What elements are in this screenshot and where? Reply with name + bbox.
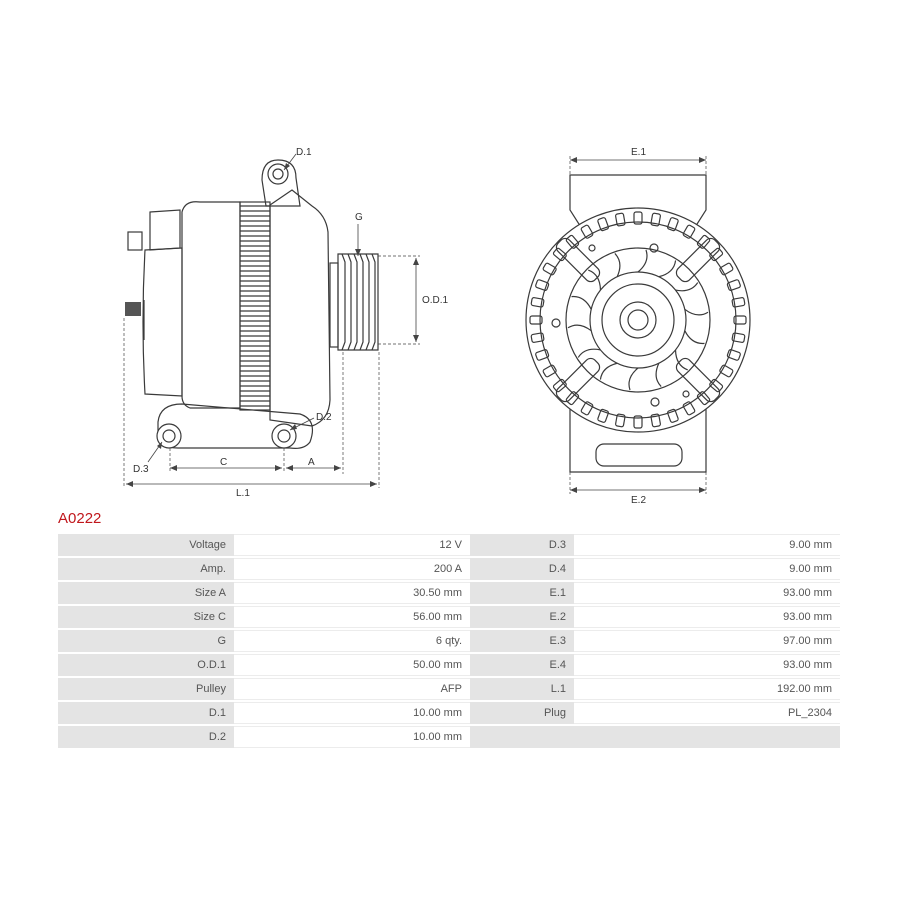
spec-value: 192.00 mm [574, 678, 840, 700]
spec-label: Amp. [58, 558, 234, 580]
spec-value: 50.00 mm [234, 654, 470, 676]
spec-label: D.3 [470, 534, 574, 556]
spec-value: 6 qty. [234, 630, 470, 652]
label-l1: L.1 [236, 488, 250, 499]
housing-vents [529, 211, 747, 429]
spec-value: 9.00 mm [574, 534, 840, 556]
spec-value [574, 726, 840, 748]
alternator-front-view: E.1 E.2 [525, 147, 751, 506]
alternator-technical-drawing: D.1 G O.D.1 D.2 D.3 C A L.1 [123, 147, 751, 506]
spec-label: Size C [58, 606, 234, 628]
spec-value: 12 V [234, 534, 470, 556]
label-e2: E.2 [631, 495, 646, 506]
alternator-side-view: D.1 G O.D.1 D.2 D.3 C A L.1 [123, 147, 449, 499]
cooling-fan-blades [567, 249, 709, 391]
spec-label: D.2 [58, 726, 234, 748]
spec-value: 10.00 mm [234, 726, 470, 748]
spec-value: 93.00 mm [574, 582, 840, 604]
spec-label: E.3 [470, 630, 574, 652]
spec-label: Size A [58, 582, 234, 604]
label-e1: E.1 [631, 147, 646, 158]
label-d3: D.3 [133, 464, 149, 475]
spec-value: 200 A [234, 558, 470, 580]
spec-label: Pulley [58, 678, 234, 700]
label-c: C [220, 457, 227, 468]
stator-fins [240, 205, 270, 407]
label-d2: D.2 [316, 412, 332, 423]
spec-label: L.1 [470, 678, 574, 700]
spec-value: 93.00 mm [574, 654, 840, 676]
spec-value: 30.50 mm [234, 582, 470, 604]
spec-label: E.4 [470, 654, 574, 676]
spec-value: PL_2304 [574, 702, 840, 724]
label-g: G [355, 212, 363, 223]
label-od1: O.D.1 [422, 295, 449, 306]
spec-value: 56.00 mm [234, 606, 470, 628]
spec-label: O.D.1 [58, 654, 234, 676]
spec-label [470, 726, 574, 748]
spec-value: 93.00 mm [574, 606, 840, 628]
part-number: A0222 [58, 510, 102, 527]
spec-label: D.4 [470, 558, 574, 580]
pulley-grooves [341, 253, 376, 351]
spec-value: 10.00 mm [234, 702, 470, 724]
spec-value: 9.00 mm [574, 558, 840, 580]
spec-value: 97.00 mm [574, 630, 840, 652]
label-d1: D.1 [296, 147, 312, 158]
spec-label: G [58, 630, 234, 652]
spec-label: D.1 [58, 702, 234, 724]
spec-label: Plug [470, 702, 574, 724]
spec-label: E.1 [470, 582, 574, 604]
spec-label: Voltage [58, 534, 234, 556]
spec-label: E.2 [470, 606, 574, 628]
spec-value: AFP [234, 678, 470, 700]
label-a: A [308, 457, 315, 468]
